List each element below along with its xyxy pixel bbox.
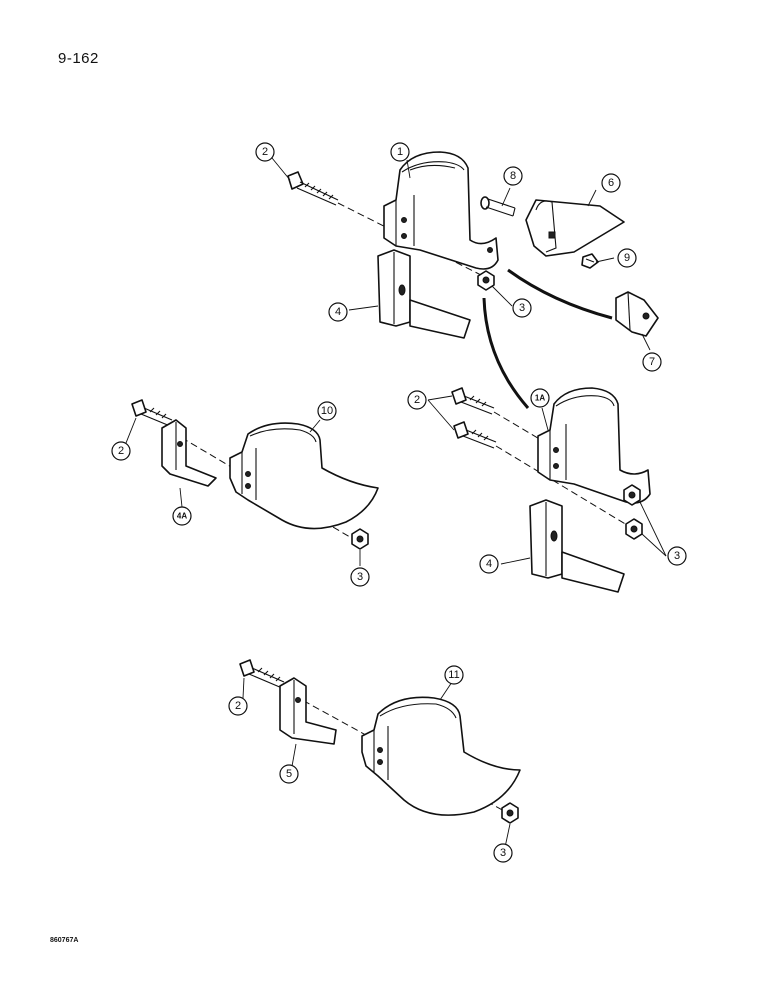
svg-text:10: 10 [321, 405, 333, 417]
bolt-part-8 [480, 196, 516, 217]
callout-part-4-right: 4 [479, 554, 499, 574]
callout-part-10: 10 [317, 401, 337, 421]
callout-part-1A: 1A [530, 388, 550, 408]
bolt-part-2-right-upper [451, 387, 495, 415]
callout-part-3-bottom: 3 [493, 843, 513, 863]
callout-part-11: 11 [444, 665, 464, 685]
point-part-6 [525, 199, 625, 257]
svg-text:2: 2 [414, 394, 420, 406]
callout-part-3-top: 3 [512, 298, 532, 318]
callout-part-4A: 4A [172, 506, 192, 526]
svg-text:6: 6 [608, 177, 614, 189]
nut-part-3-right-upper [623, 484, 641, 506]
svg-text:3: 3 [674, 550, 680, 562]
bolt-part-2-top [287, 171, 339, 206]
svg-text:5: 5 [286, 768, 292, 780]
svg-text:1: 1 [397, 146, 403, 158]
svg-text:11: 11 [448, 669, 459, 681]
shank-part-1 [383, 151, 499, 270]
svg-text:2: 2 [235, 700, 241, 712]
callout-part-3-left: 3 [350, 567, 370, 587]
nut-part-3-top [477, 270, 495, 291]
callout-part-6: 6 [601, 173, 621, 193]
callout-part-5: 5 [279, 764, 299, 784]
callout-part-2-right: 2 [407, 390, 427, 410]
svg-text:4: 4 [486, 558, 492, 570]
callout-part-2-bottom: 2 [228, 696, 248, 716]
nut-part-9 [581, 253, 599, 269]
svg-text:7: 7 [649, 356, 655, 368]
svg-text:3: 3 [357, 571, 363, 583]
plate-part-5 [279, 677, 337, 745]
svg-text:3: 3 [500, 847, 506, 859]
callout-part-9: 9 [617, 248, 637, 268]
bracket-part-7 [615, 291, 659, 337]
nut-part-3-right-lower [625, 518, 643, 540]
svg-text:1A: 1A [535, 394, 545, 403]
callout-part-2-left: 2 [111, 441, 131, 461]
callout-part-4-top: 4 [328, 302, 348, 322]
bolt-part-2-right-lower [453, 421, 497, 449]
nut-part-3-left [351, 528, 369, 550]
assembly-left [131, 399, 379, 550]
callout-part-8: 8 [503, 166, 523, 186]
assembly-top [287, 151, 659, 409]
svg-text:3: 3 [519, 302, 525, 314]
plate-part-4A [161, 419, 217, 487]
shank-part-10 [229, 422, 379, 530]
reference-code: 860767A [50, 937, 79, 944]
svg-text:4: 4 [335, 306, 341, 318]
assembly-right [451, 387, 651, 593]
svg-text:4A: 4A [177, 512, 187, 521]
callout-part-1: 1 [390, 142, 410, 162]
shank-part-11 [361, 696, 521, 816]
callout-part-2-top: 2 [255, 142, 275, 162]
svg-text:9: 9 [624, 252, 630, 264]
svg-text:8: 8 [510, 170, 516, 182]
svg-text:2: 2 [262, 146, 268, 158]
nut-part-3-bottom [501, 802, 519, 824]
assembly-bottom [239, 659, 521, 824]
callout-part-7: 7 [642, 352, 662, 372]
bolt-part-2-left [131, 399, 173, 427]
svg-text:2: 2 [118, 445, 124, 457]
plate-part-4-right [529, 499, 625, 593]
bolt-part-2-bottom [239, 659, 285, 689]
callout-part-3-right: 3 [667, 546, 687, 566]
plate-part-4-top [377, 249, 471, 339]
page-number: 9-162 [58, 50, 99, 67]
